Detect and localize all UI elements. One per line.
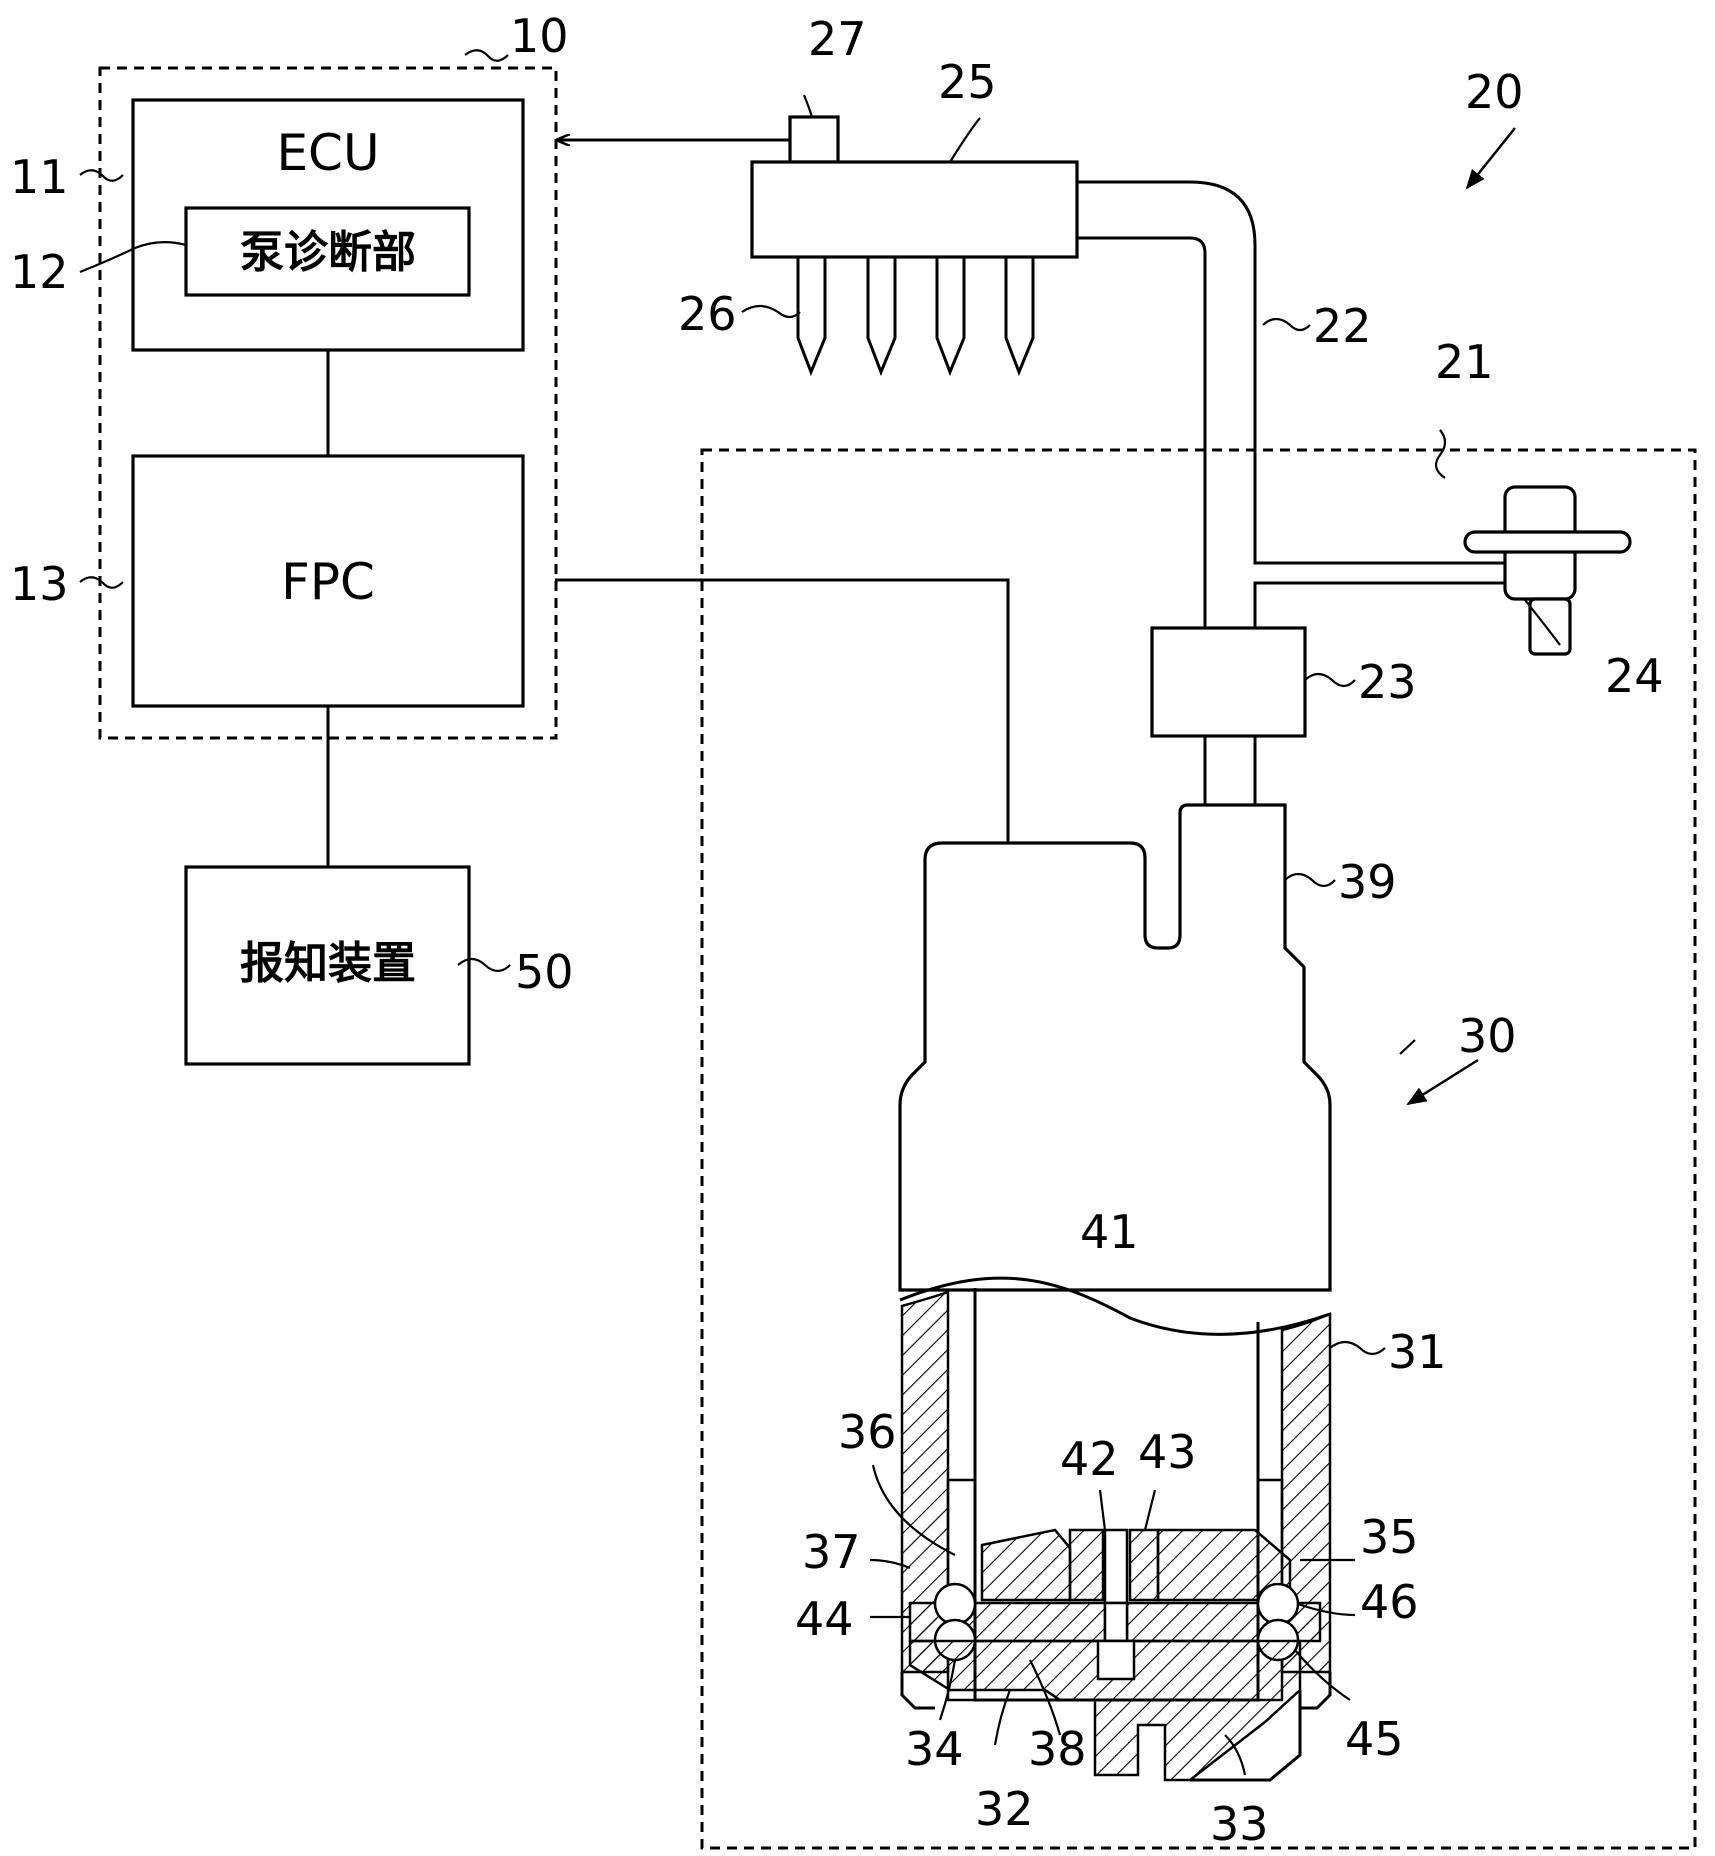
ref-32: 32 <box>975 1782 1034 1836</box>
ref-24: 24 <box>1605 649 1664 703</box>
notification-device-block <box>184 865 471 1066</box>
pump-channel-36 <box>933 1582 977 1626</box>
fuel-pipe-22 <box>1077 180 1507 628</box>
ref-31: 31 <box>1388 1325 1447 1379</box>
ref-26: 26 <box>678 287 737 341</box>
system-arrow-20 <box>1465 127 1516 190</box>
fuel-pipe-inner <box>1077 236 1207 628</box>
ref-36: 36 <box>838 1405 897 1459</box>
regulator-flange <box>1463 530 1632 554</box>
suction-port-33 <box>1190 1690 1302 1782</box>
ref-34: 34 <box>905 1722 964 1776</box>
ref-21: 21 <box>1435 335 1494 389</box>
ref-12: 12 <box>10 245 69 299</box>
pump-diagnosis-label: 泵诊断部 <box>240 227 416 278</box>
pump-casing-32 <box>908 1639 1302 1782</box>
injector <box>796 257 827 377</box>
pressure-regulator-24 <box>1463 485 1632 656</box>
shell-bottom-left <box>900 1672 935 1710</box>
regulator-outlet <box>1528 597 1572 656</box>
fuel-tank-boundary-21 <box>700 448 1697 1850</box>
ref-35: 35 <box>1360 1510 1419 1564</box>
ref-45: 45 <box>1345 1712 1404 1766</box>
pump-channel-46 <box>1256 1582 1300 1626</box>
ref-41: 41 <box>1080 1205 1139 1259</box>
ref-46: 46 <box>1360 1575 1419 1629</box>
ref-10: 10 <box>510 9 569 63</box>
ref-13: 13 <box>10 557 69 611</box>
bearing-43-left <box>1068 1528 1105 1602</box>
fuel-pipe-outer <box>1077 180 1507 565</box>
ref-25: 25 <box>938 55 997 109</box>
ref-30: 30 <box>1458 1009 1517 1063</box>
injector <box>935 257 966 377</box>
pump-diagnosis-block <box>184 206 471 297</box>
shell-bottom-right <box>1300 1672 1332 1710</box>
pressure-sensor-27 <box>788 115 840 164</box>
injectors-26 <box>796 257 1035 377</box>
leader-lines <box>79 49 1561 1776</box>
injector <box>866 257 897 377</box>
ref-44: 44 <box>795 1592 854 1646</box>
ref-42: 42 <box>1060 1432 1119 1486</box>
pump-cover-left-35 <box>980 1528 1072 1602</box>
ecu-label: ECU <box>276 124 379 182</box>
injector <box>1004 257 1035 377</box>
ref-50: 50 <box>515 945 574 999</box>
ref-23: 23 <box>1358 655 1417 709</box>
ref-11: 11 <box>10 150 69 204</box>
ref-33: 33 <box>1210 1797 1269 1851</box>
ref-38: 38 <box>1028 1722 1087 1776</box>
ref-37: 37 <box>802 1525 861 1579</box>
shaft-end <box>1096 1639 1136 1681</box>
delivery-pipe-25 <box>750 160 1079 259</box>
filter-23 <box>1150 626 1307 738</box>
bearing-43-right <box>1128 1528 1160 1602</box>
notification-device-label: 报知装置 <box>240 938 416 989</box>
pump-upper-body <box>898 803 1332 1292</box>
fpc-block <box>131 454 525 708</box>
pump-arrow-30 <box>1406 1058 1479 1106</box>
ref-39: 39 <box>1338 855 1397 909</box>
cutaway-edge <box>899 1276 1331 1336</box>
control-unit-boundary <box>98 66 558 740</box>
fuel-pipe-branch <box>1253 581 1507 628</box>
fpc-label: FPC <box>281 553 375 611</box>
ref-27: 27 <box>808 12 867 66</box>
ref-20: 20 <box>1465 65 1524 119</box>
ref-22: 22 <box>1313 299 1372 353</box>
shaft-through <box>1103 1601 1129 1643</box>
fpc-pump-wire <box>555 578 1010 843</box>
ref-43: 43 <box>1138 1425 1197 1479</box>
